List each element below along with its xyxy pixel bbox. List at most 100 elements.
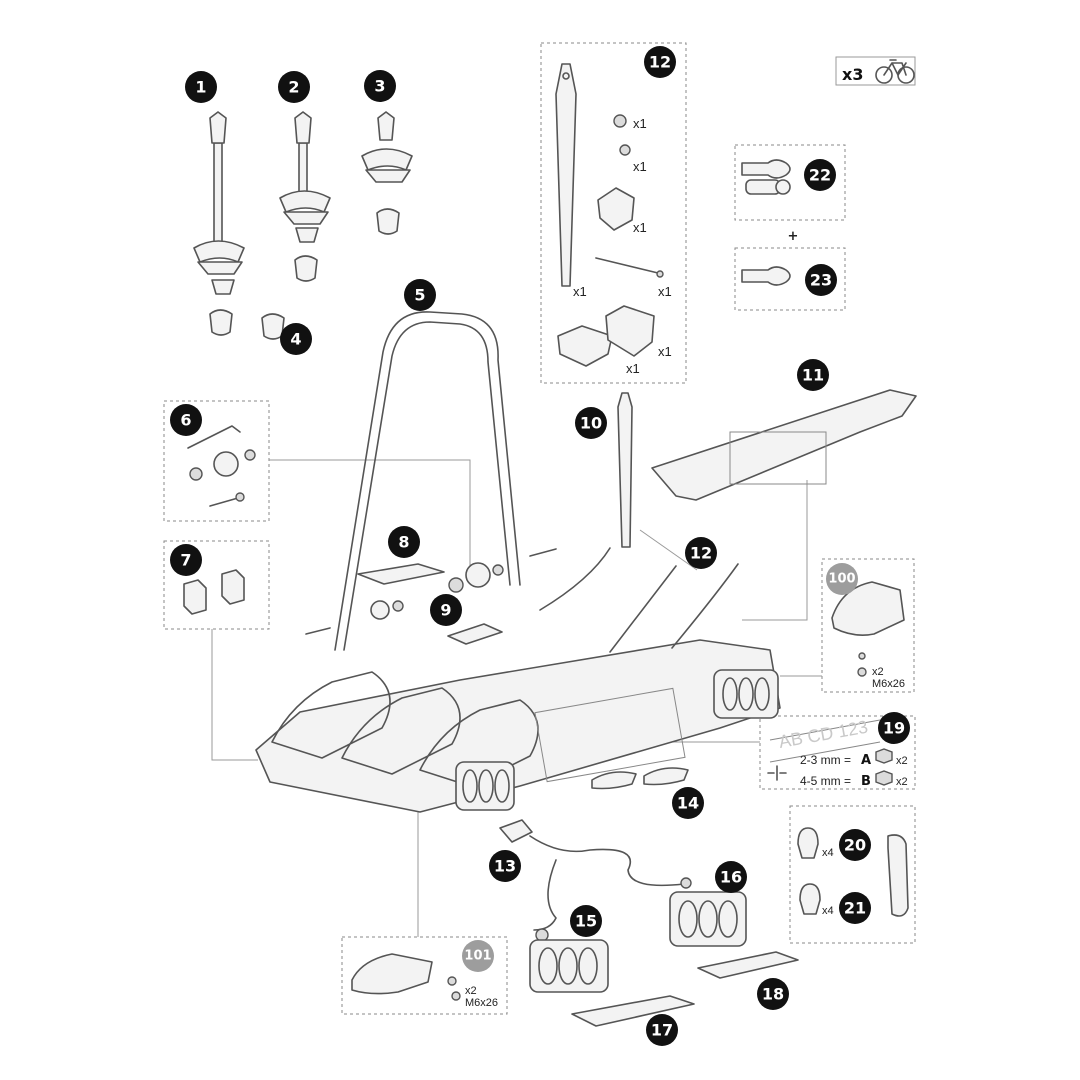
spacer-row1-letter: A — [861, 753, 871, 768]
callout-21: 21 — [839, 892, 871, 924]
svg-text:14: 14 — [677, 794, 699, 813]
callout-8: 8 — [388, 526, 420, 558]
kit-101-screw: M6x26 — [465, 997, 498, 1009]
callout-23: 23 — [805, 264, 837, 296]
svg-text:12: 12 — [649, 53, 671, 72]
part-5-tilt-frame — [334, 311, 521, 651]
callout-1: 1 — [185, 71, 217, 103]
kit-box-23 — [734, 247, 846, 311]
part-16-tail-light — [669, 891, 747, 947]
svg-text:9: 9 — [440, 601, 451, 620]
svg-text:17: 17 — [651, 1021, 673, 1040]
svg-text:21: 21 — [844, 899, 866, 918]
svg-text:10: 10 — [580, 414, 602, 433]
carrier-main-body — [255, 547, 781, 813]
svg-text:22: 22 — [809, 166, 831, 185]
callout-5: 5 — [404, 279, 436, 311]
part-13-cable — [499, 819, 692, 942]
part-15-tail-light — [529, 939, 609, 993]
callout-12: 12 — [644, 46, 676, 78]
part-17-lens — [571, 995, 695, 1027]
callout-16: 16 — [715, 861, 747, 893]
svg-text:3: 3 — [374, 77, 385, 96]
kit-100-qty: x2 — [872, 666, 884, 678]
part-23-key — [741, 266, 791, 286]
kit-box-20-21 — [789, 805, 916, 944]
qty-label: x1 — [633, 159, 647, 174]
svg-text:1: 1 — [195, 78, 206, 97]
kit-box-12 — [540, 42, 687, 384]
part-2-bike-arm-medium — [279, 111, 331, 282]
svg-text:23: 23 — [810, 271, 832, 290]
svg-text:18: 18 — [762, 985, 784, 1004]
part-100-bracket — [831, 581, 905, 677]
tail-light-right — [713, 669, 779, 719]
spacer-A-icon — [875, 748, 893, 764]
bike-count-label: x3 — [842, 65, 863, 84]
spacer-row1-range: 2-3 mm = — [800, 753, 851, 767]
kit-box-100 — [821, 558, 915, 693]
qty-label: x1 — [633, 116, 647, 131]
kit-box-7 — [163, 540, 270, 630]
part-6-knob-kit — [187, 425, 256, 507]
svg-text:13: 13 — [494, 857, 516, 876]
callout-12: 12 — [685, 537, 717, 569]
svg-text:15: 15 — [575, 912, 597, 931]
part-14-feet — [591, 767, 689, 790]
svg-text:2: 2 — [288, 78, 299, 97]
plus-sign: + — [788, 229, 799, 244]
callout-9: 9 — [430, 594, 462, 626]
svg-text:8: 8 — [398, 533, 409, 552]
clip-21-qty: x4 — [822, 905, 834, 917]
callout-2: 2 — [278, 71, 310, 103]
svg-text:4: 4 — [290, 330, 301, 349]
part-1-bike-arm-long — [193, 111, 245, 336]
part-11-top-beam — [651, 389, 917, 501]
qty-label: x1 — [626, 361, 640, 376]
svg-text:19: 19 — [883, 719, 905, 738]
kit-101-qty: x2 — [465, 985, 477, 997]
bicycle-icon — [875, 59, 915, 84]
spacer-B-icon — [875, 770, 893, 786]
svg-text:11: 11 — [802, 366, 824, 385]
part-101-bracket — [351, 953, 461, 1001]
callout-18: 18 — [757, 978, 789, 1010]
part-3-bike-arm-short — [361, 111, 413, 235]
callout-13: 13 — [489, 850, 521, 882]
svg-text:5: 5 — [414, 286, 425, 305]
part-18-lens — [697, 951, 799, 979]
clip-20-qty: x4 — [822, 847, 834, 859]
svg-text:101: 101 — [464, 949, 491, 964]
knob-assembly — [305, 548, 557, 635]
callout-14: 14 — [672, 787, 704, 819]
part-8-cover — [357, 563, 445, 585]
callout-3: 3 — [364, 70, 396, 102]
callout-10: 10 — [575, 407, 607, 439]
spacer-row2-range: 4-5 mm = — [800, 774, 851, 788]
callout-17: 17 — [646, 1014, 678, 1046]
part-10-strap — [617, 392, 633, 548]
kit-box-22 — [734, 144, 846, 221]
svg-text:20: 20 — [844, 836, 866, 855]
svg-text:12: 12 — [690, 544, 712, 563]
kit-box-x3 — [835, 56, 916, 86]
kit-100-screw: M6x26 — [872, 678, 905, 690]
callout-19: 19 — [878, 712, 910, 744]
callout-4: 4 — [280, 323, 312, 355]
kit-box-6 — [163, 400, 270, 522]
part-20-clip — [797, 827, 819, 859]
callout-6: 6 — [170, 404, 202, 436]
svg-text:6: 6 — [180, 411, 191, 430]
part-20-21-cable-tube — [887, 834, 909, 917]
thickness-arrows-icon — [767, 765, 787, 781]
callout-100: 100 — [826, 563, 858, 595]
callout-11: 11 — [797, 359, 829, 391]
qty-label: x1 — [658, 284, 672, 299]
qty-label: x1 — [658, 344, 672, 359]
callout-15: 15 — [570, 905, 602, 937]
part-7-clips — [183, 569, 245, 615]
callout-7: 7 — [170, 544, 202, 576]
spacer-row1-qty: x2 — [896, 755, 908, 767]
kit-box-101 — [341, 936, 508, 1015]
